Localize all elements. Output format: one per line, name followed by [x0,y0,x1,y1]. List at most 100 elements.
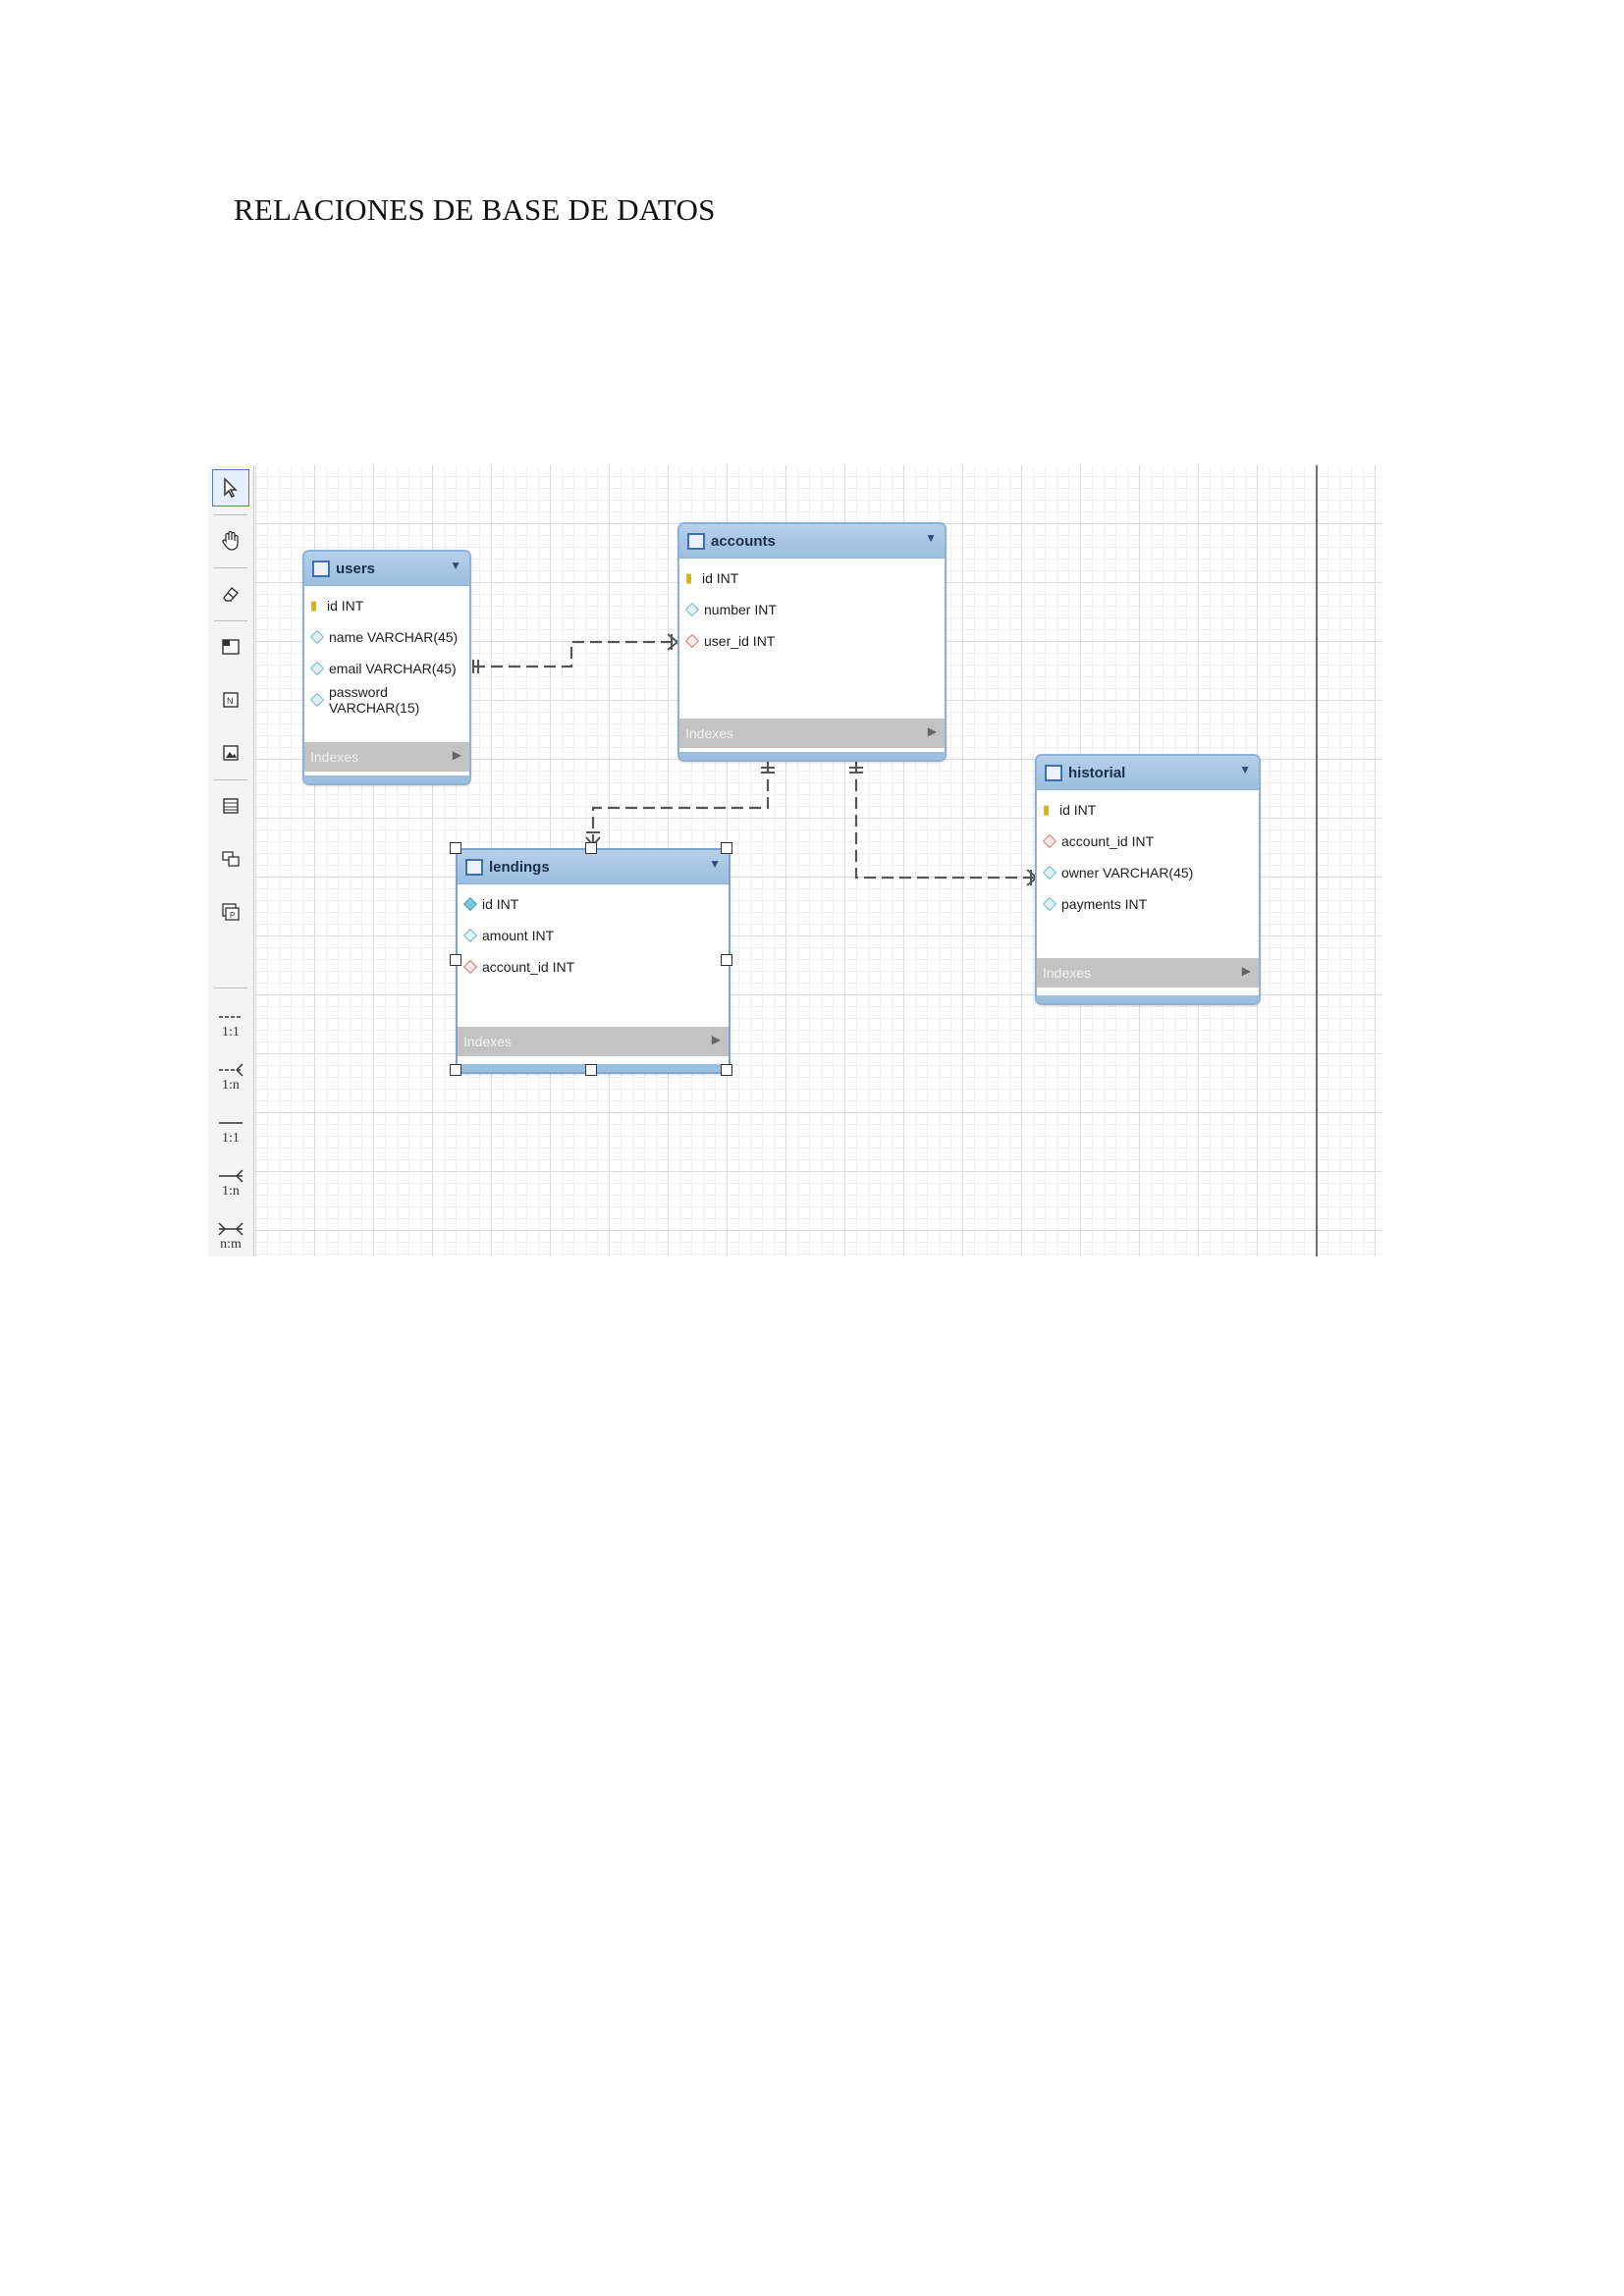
column-icon [1042,896,1057,912]
n-m-icon[interactable]: n:m [212,1207,249,1253]
column-icon [309,661,325,676]
rel-tool-label: 1:1 [222,1025,240,1040]
entity-header[interactable]: lendings ▼ [458,850,729,884]
layer-icon[interactable] [212,628,249,666]
diagram-toolbar: N P 1:1 1:n 1:1 1:n [208,465,254,1256]
text-object-icon[interactable]: N [212,681,249,719]
indexes-section[interactable]: Indexes ▶ [304,742,469,772]
document-title: RELACIONES DE BASE DE DATOS [234,192,716,227]
table-icon [1045,764,1062,781]
expand-arrow-icon[interactable]: ▶ [711,1033,721,1046]
expand-arrow-icon[interactable]: ▶ [927,724,937,738]
foreign-key-icon [684,633,700,649]
rel-tool-label: 1:1 [222,1131,240,1146]
field-row[interactable]: payments INT [1037,888,1259,920]
resize-handle[interactable] [450,842,461,854]
eraser-icon[interactable] [212,575,249,613]
entity-name: users [336,560,376,577]
field-text: id INT [482,896,519,912]
entity-historial[interactable]: historial ▼ ▮id INT account_id INT owner… [1035,754,1261,1005]
indexes-section[interactable]: Indexes ▶ [679,719,945,748]
entity-header[interactable]: accounts ▼ [679,524,945,559]
rel-tool-label: 1:n [222,1184,240,1199]
indexes-section[interactable]: Indexes ▶ [1037,958,1259,988]
hand-icon[interactable] [212,522,249,560]
non-identifying-1-n-icon[interactable]: 1:n [212,1048,249,1094]
non-identifying-1-1-icon[interactable]: 1:1 [212,995,249,1041]
rel-tool-label: 1:n [222,1078,240,1093]
resize-handle[interactable] [721,1064,732,1076]
field-row[interactable]: owner VARCHAR(45) [1037,857,1259,888]
field-text: email VARCHAR(45) [329,661,457,676]
field-text: owner VARCHAR(45) [1061,865,1194,881]
field-row[interactable]: ▮ id INT [679,562,945,594]
expand-arrow-icon[interactable]: ▶ [1241,964,1251,978]
indexes-section[interactable]: Indexes ▶ [458,1027,729,1056]
resize-handle[interactable] [450,1064,461,1076]
primary-key-icon: ▮ [685,570,693,585]
primary-key-icon: ▮ [310,598,318,613]
column-icon [462,928,478,943]
field-text: name VARCHAR(45) [329,629,459,645]
table-icon [312,560,330,577]
column-icon [309,692,325,708]
entity-name: lendings [489,858,550,876]
entity-users[interactable]: users ▼ ▮ id INT name VARCHAR(45) email V… [302,550,471,785]
relationship-lines [472,633,1038,886]
image-icon[interactable] [212,734,249,772]
entity-name: historial [1068,764,1126,781]
field-text: account_id INT [482,959,575,975]
field-text: account_id INT [1061,833,1155,849]
field-row[interactable]: password VARCHAR(15) [304,684,469,716]
field-text: number INT [704,602,777,617]
identifying-1-1-icon[interactable]: 1:1 [212,1101,249,1147]
column-icon [462,896,478,912]
new-table-icon[interactable] [212,787,249,825]
resize-handle[interactable] [721,954,732,966]
resize-handle[interactable] [721,842,732,854]
svg-text:N: N [227,696,234,706]
rel-tool-label: n:m [220,1237,242,1252]
column-icon [309,629,325,645]
field-row[interactable]: name VARCHAR(45) [304,621,469,653]
indexes-label: Indexes [685,725,734,741]
field-text: id INT [327,598,364,614]
collapse-icon[interactable]: ▼ [1239,763,1251,776]
collapse-icon[interactable]: ▼ [925,531,937,545]
field-row[interactable]: account_id INT [1037,826,1259,857]
field-text: id INT [702,570,739,586]
svg-text:P: P [230,911,235,920]
pointer-icon[interactable] [212,469,249,507]
collapse-icon[interactable]: ▼ [450,559,461,572]
entity-accounts[interactable]: accounts ▼ ▮ id INT number INT user_id IN… [677,522,947,762]
indexes-label: Indexes [310,749,359,765]
foreign-key-icon [1042,833,1057,849]
entity-header[interactable]: users ▼ [304,552,469,586]
new-routine-group-icon[interactable]: P [212,893,249,931]
field-row[interactable]: ▮ id INT [304,590,469,621]
field-row[interactable]: number INT [679,594,945,625]
entity-lendings[interactable]: lendings ▼ id INT amount INT account_id … [456,848,731,1074]
entity-header[interactable]: historial ▼ [1037,756,1259,790]
collapse-icon[interactable]: ▼ [709,857,721,871]
field-row[interactable]: user_id INT [679,625,945,657]
field-row[interactable]: email VARCHAR(45) [304,653,469,684]
field-row[interactable]: ▮id INT [1037,794,1259,826]
indexes-label: Indexes [1043,965,1092,981]
field-text: amount INT [482,928,555,943]
column-icon [1042,865,1057,881]
field-row[interactable]: id INT [458,888,729,920]
er-diagram-canvas[interactable]: N P 1:1 1:n 1:1 1:n [208,465,1382,1256]
identifying-1-n-icon[interactable]: 1:n [212,1154,249,1200]
foreign-key-icon [462,959,478,975]
resize-handle[interactable] [450,954,461,966]
new-view-icon[interactable] [212,840,249,878]
indexes-label: Indexes [463,1034,513,1049]
resize-handle[interactable] [585,842,597,854]
resize-handle[interactable] [585,1064,597,1076]
field-text: payments INT [1061,896,1148,912]
primary-key-icon: ▮ [1043,802,1051,817]
field-row[interactable]: account_id INT [458,951,729,983]
field-row[interactable]: amount INT [458,920,729,951]
expand-arrow-icon[interactable]: ▶ [452,748,461,762]
